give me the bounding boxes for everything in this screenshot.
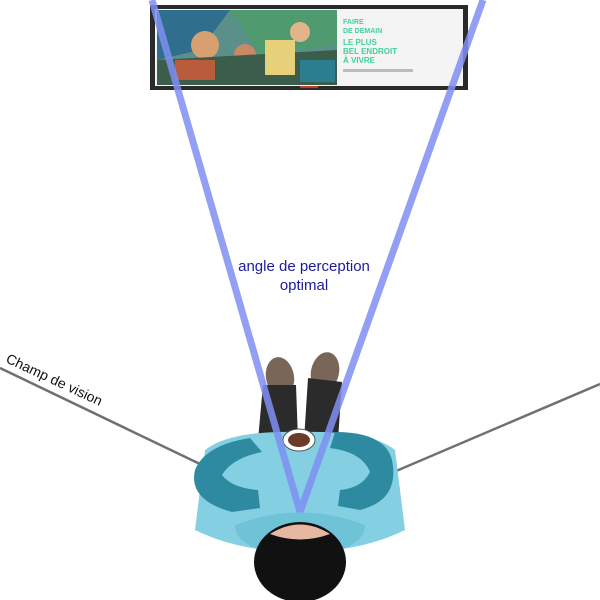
coffee [288, 433, 310, 447]
tv-screen: FAIRE DE DEMAIN LE PLUS BEL ENDROIT À VI… [150, 5, 468, 90]
person-top-view [194, 352, 405, 600]
cone-right-line [296, 0, 487, 514]
perception-cone [148, 0, 487, 514]
perception-label-line1: angle de perception [238, 258, 370, 275]
head-hair [254, 522, 346, 600]
face [270, 524, 330, 540]
cone-left-line [148, 0, 304, 513]
screen-photo [157, 10, 337, 85]
field-of-view-label: Champ de vision [4, 350, 105, 409]
headline-line-1: FAIRE [343, 19, 364, 26]
left-arm [194, 438, 262, 512]
right-arm [330, 432, 394, 510]
headline-line-4: BEL ENDROIT [343, 47, 397, 56]
headline-line-5: À VIVRE [343, 56, 376, 65]
screen-indicator [300, 86, 318, 88]
headline-line-2: DE DEMAIN [343, 28, 382, 35]
screen-headline: FAIRE DE DEMAIN LE PLUS BEL ENDROIT À VI… [300, 19, 413, 88]
screen-footer-line [343, 69, 413, 72]
headline-line-3: LE PLUS [343, 38, 377, 47]
perception-label-line2: optimal [280, 277, 328, 294]
